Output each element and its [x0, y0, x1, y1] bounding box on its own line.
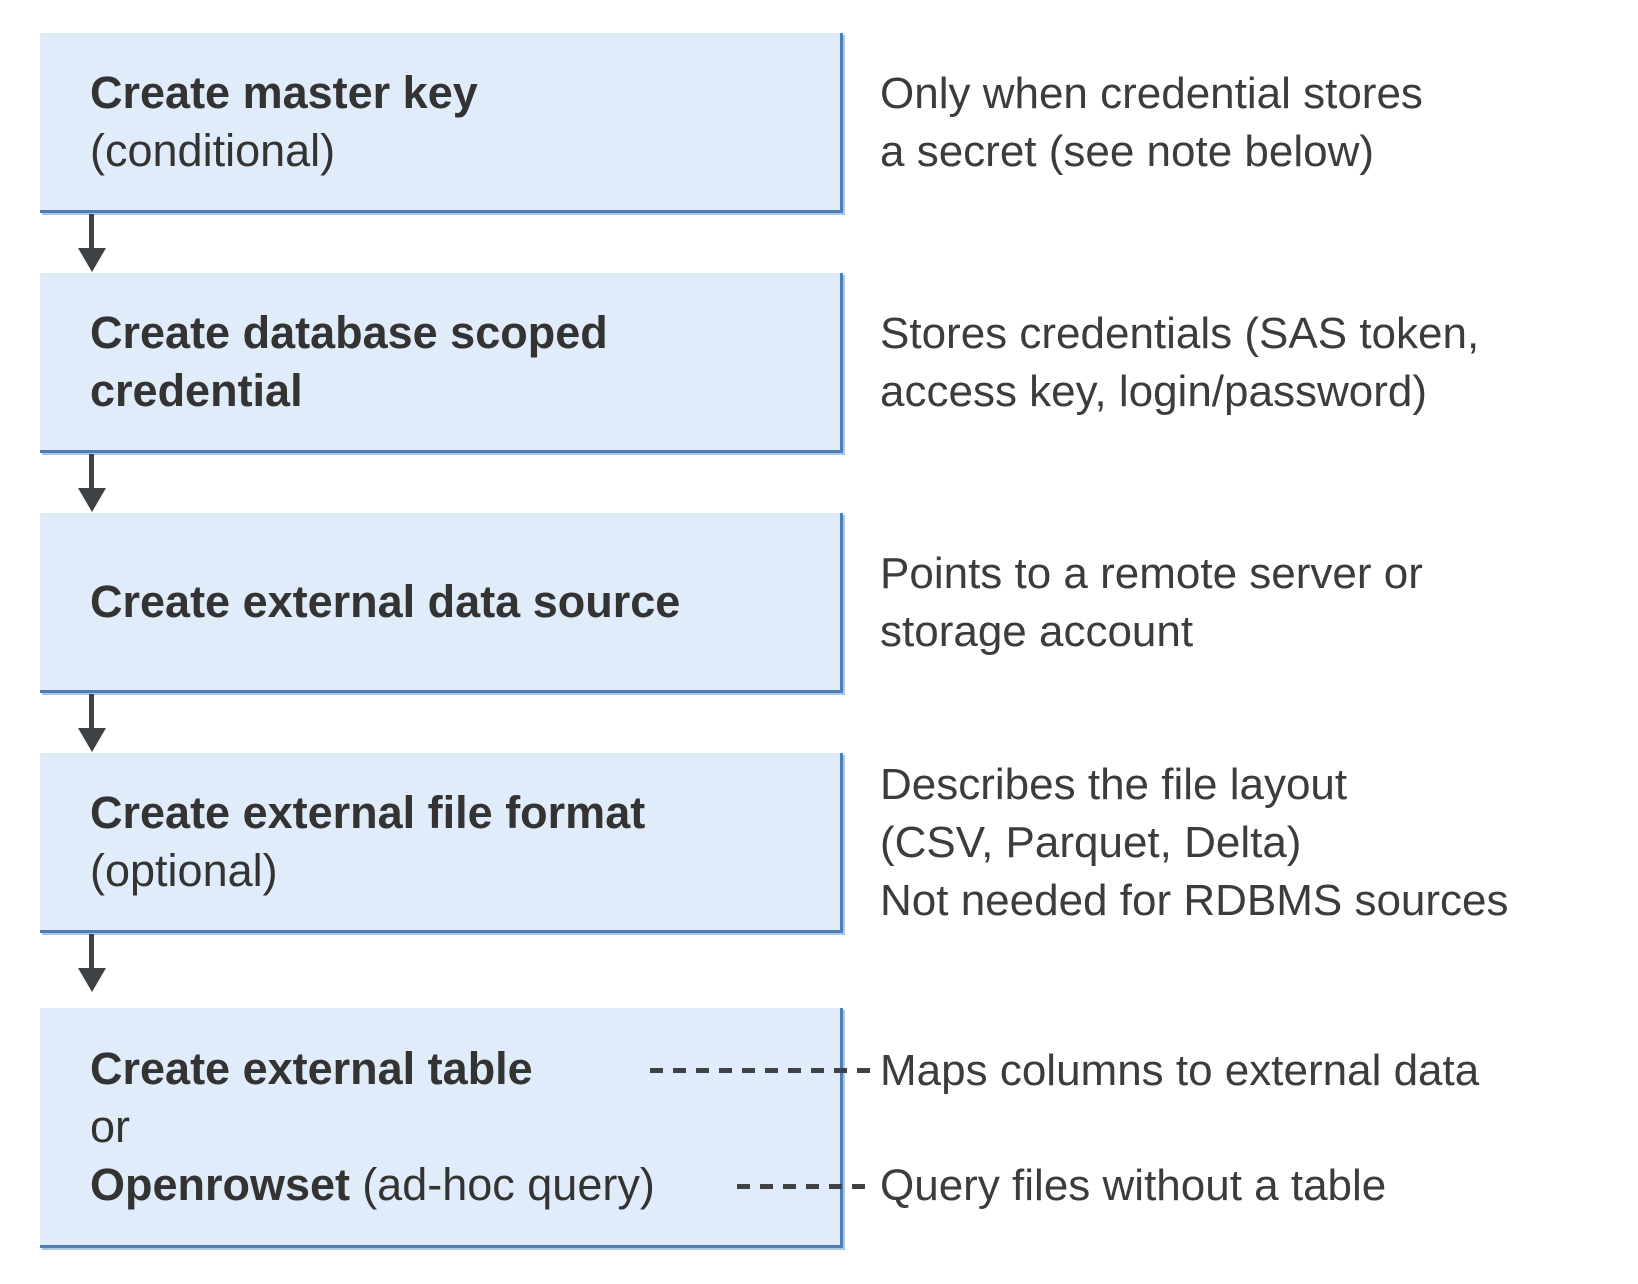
arrow-stem [89, 214, 94, 252]
or-label: or [90, 1100, 131, 1152]
step-box-create-external-file-format: Create external file format (optional) [40, 753, 843, 933]
note-line: Query files without a table [880, 1161, 1387, 1210]
step-title: Create database scoped [90, 306, 608, 358]
note-external-table: Maps columns to external data [880, 1042, 1610, 1100]
note-line: access key, login/password) [880, 367, 1427, 416]
note-line: storage account [880, 607, 1194, 656]
note-line: Maps columns to external data [880, 1046, 1480, 1095]
note-master-key: Only when credential stores a secret (se… [880, 65, 1610, 181]
step-title: credential [90, 364, 303, 416]
flow-arrow-down-icon [78, 934, 106, 992]
note-external-file-format: Describes the file layout (CSV, Parquet,… [880, 756, 1610, 930]
openrowset-qualifier: (ad-hoc query) [362, 1158, 655, 1210]
note-line: Points to a remote server or [880, 549, 1423, 598]
step-box-create-database-scoped-credential: Create database scoped credential [40, 273, 843, 453]
arrow-stem [89, 454, 94, 492]
step-box-create-external-table-or-openrowset: Create external table or Openrowset(ad-h… [40, 1008, 843, 1248]
openrowset-label: Openrowset [90, 1158, 351, 1210]
step-title: Create external file format [90, 786, 646, 838]
note-line: Stores credentials (SAS token, [880, 309, 1480, 358]
arrow-head [78, 728, 106, 752]
note-database-scoped-credential: Stores credentials (SAS token, access ke… [880, 305, 1610, 421]
arrow-head [78, 248, 106, 272]
step-title: Create external data source [90, 575, 681, 627]
step-box-create-master-key: Create master key (conditional) [40, 33, 843, 213]
step-subtitle: (optional) [90, 844, 278, 896]
note-external-data-source: Points to a remote server or storage acc… [880, 545, 1610, 661]
flow-arrow-down-icon [78, 694, 106, 752]
step-box-create-external-data-source: Create external data source [40, 513, 843, 693]
arrow-stem [89, 934, 94, 972]
step-subtitle: (conditional) [90, 124, 336, 176]
note-line: a secret (see note below) [880, 127, 1375, 176]
flow-arrow-down-icon [78, 214, 106, 272]
note-line: Only when credential stores [880, 69, 1423, 118]
note-openrowset: Query files without a table [880, 1157, 1610, 1215]
openrowset-line: Openrowset(ad-hoc query) [90, 1156, 840, 1214]
flow-arrow-down-icon [78, 454, 106, 512]
arrow-head [78, 488, 106, 512]
step-title: Create external table [90, 1042, 533, 1094]
note-line: Not needed for RDBMS sources [880, 876, 1509, 925]
note-line: Describes the file layout [880, 760, 1348, 809]
note-line: (CSV, Parquet, Delta) [880, 818, 1302, 867]
step-title: Create master key [90, 66, 478, 118]
dashed-connector-external-table [650, 1068, 870, 1073]
dashed-connector-openrowset [737, 1184, 870, 1189]
arrow-head [78, 968, 106, 992]
arrow-stem [89, 694, 94, 732]
